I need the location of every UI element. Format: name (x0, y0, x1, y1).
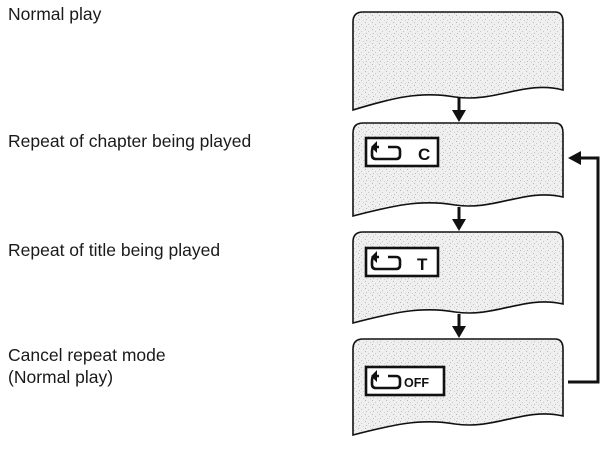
loop-back-arrow-icon (568, 151, 600, 384)
arrow-down-icon (452, 207, 466, 231)
screen-repeat-title: T (352, 231, 564, 325)
indicator-off: OFF (404, 376, 429, 390)
label-normal-play-note: (Normal play) (8, 367, 114, 387)
label-cancel-repeat: Cancel repeat mode (8, 345, 166, 365)
screen-normal-play (352, 11, 564, 112)
label-repeat-title: Repeat of title being played (8, 240, 221, 260)
indicator-title: T (417, 255, 428, 274)
indicator-box-chapter (364, 136, 440, 168)
arrow-down-icon (452, 98, 466, 122)
screen-repeat-chapter: C (352, 122, 564, 218)
screen-cancel-repeat: OFF (352, 338, 564, 437)
repeat-icon (370, 370, 402, 390)
indicator-chapter: C (418, 145, 430, 164)
label-repeat-chapter: Repeat of chapter being played (8, 131, 252, 151)
repeat-icon (370, 251, 402, 271)
label-normal-play: Normal play (8, 4, 102, 24)
indicator-box-title (364, 246, 440, 278)
indicator-box-off (364, 365, 446, 397)
repeat-icon (370, 141, 402, 161)
arrow-down-icon (452, 314, 466, 338)
